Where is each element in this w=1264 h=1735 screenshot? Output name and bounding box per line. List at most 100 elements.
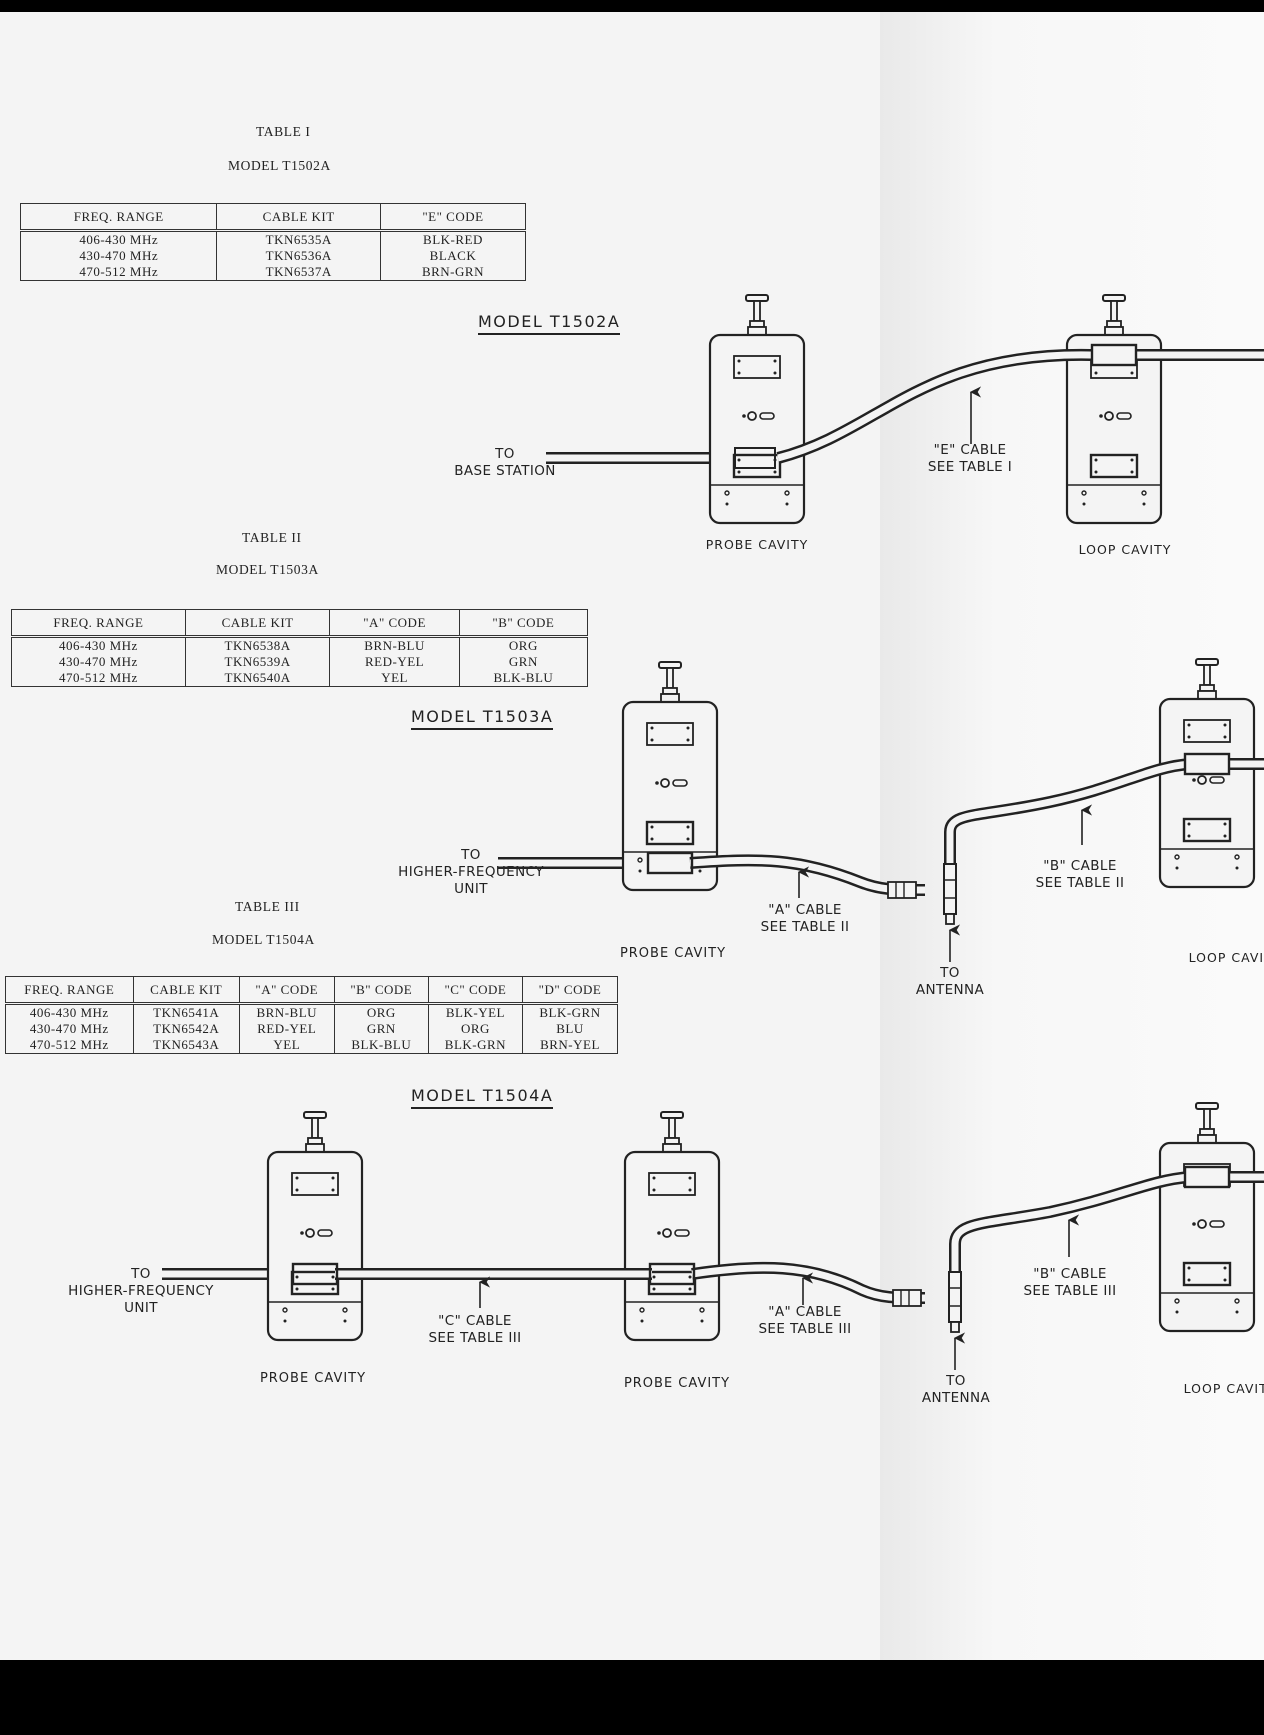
probe-cavity-2 <box>621 660 719 892</box>
loop-cavity-1 <box>1065 293 1163 525</box>
table3-header: "A" CODE <box>238 976 335 1004</box>
label-line: TO <box>131 1266 151 1282</box>
label-line: "A" CABLE <box>768 902 842 918</box>
table-cell: 430-470 MHz <box>11 654 186 670</box>
diagram2-heading: MODEL T1503A <box>411 707 554 730</box>
label-line: UNIT <box>454 881 488 897</box>
table-cell: TKN6538A <box>184 635 331 654</box>
table-cell: BLK-GRN <box>521 1002 619 1021</box>
table-cell: TKN6536A <box>216 248 381 264</box>
table-cell: 406-430 MHz <box>11 635 186 654</box>
label-line: SEE TABLE II <box>760 919 850 935</box>
table3-header: "D" CODE <box>521 976 619 1004</box>
document-page: TABLE I MODEL T1502A FREQ. RANGE CABLE K… <box>0 12 1264 1660</box>
table-cell: RED-YEL <box>238 1021 335 1037</box>
probe-cavity-label-1: PROBE CAVITY <box>705 537 809 552</box>
table-cell: TKN6540A <box>184 670 331 687</box>
table-row: 430-470 MHz TKN6539A RED-YEL GRN <box>11 654 589 670</box>
label-line: TO <box>495 446 515 462</box>
a-cable-label-3: "A" CABLE SEE TABLE III <box>740 1304 870 1338</box>
table-cell: TKN6543A <box>132 1037 240 1054</box>
probe-cavity-3a <box>266 1110 364 1342</box>
wiring-diagrams <box>162 293 1264 1370</box>
label-line: "E" CABLE <box>933 442 1007 458</box>
table-row: 406-430 MHz TKN6541A BRN-BLU ORG BLK-YEL… <box>5 1002 619 1021</box>
a-cable-label-2: "A" CABLE SEE TABLE II <box>740 902 870 936</box>
table-row: 406-430 MHz TKN6535A BLK-RED <box>19 229 527 248</box>
to-higher-frequency-label-3: TO HIGHER-FREQUENCY UNIT <box>50 1266 232 1317</box>
table3-header: "C" CODE <box>427 976 523 1004</box>
table3-model: MODEL T1504A <box>212 932 315 947</box>
table-row: 470-512 MHz TKN6543A YEL BLK-BLU BLK-GRN… <box>5 1037 619 1054</box>
b-cable-label-2: "B" CABLE SEE TABLE II <box>1015 858 1145 892</box>
table2-header: "B" CODE <box>458 609 589 637</box>
label-line: SEE TABLE III <box>428 1330 522 1346</box>
table-cell: BRN-BLU <box>238 1002 335 1021</box>
table2: FREQ. RANGE CABLE KIT "A" CODE "B" CODE … <box>11 609 589 687</box>
label-line: "B" CABLE <box>1043 858 1117 874</box>
antenna-tee-2 <box>943 863 957 925</box>
table-cell: BRN-BLU <box>329 635 460 654</box>
diagram-t1502a <box>546 293 1264 525</box>
table3-title: TABLE III <box>235 899 300 914</box>
loop-cavity-label-3: LOOP CAVITY <box>1183 1381 1264 1396</box>
loop-cavity-label-1: LOOP CAVITY <box>1078 542 1172 557</box>
label-line: "B" CABLE <box>1033 1266 1107 1282</box>
table1-model: MODEL T1502A <box>228 158 331 173</box>
loop-cavity-label-2: LOOP CAVITY <box>1188 950 1264 965</box>
table-cell: TKN6539A <box>184 654 331 670</box>
table-cell: BLK-YEL <box>427 1002 523 1021</box>
table-cell: BLK-RED <box>379 229 527 248</box>
probe-cavity-label-3a: PROBE CAVITY <box>259 1371 367 1386</box>
table-cell: TKN6542A <box>132 1021 240 1037</box>
diagram1-heading: MODEL T1502A <box>478 312 621 335</box>
table-cell: BLK-GRN <box>427 1037 523 1054</box>
b-cable-label-3: "B" CABLE SEE TABLE III <box>1000 1266 1140 1300</box>
e-cable-label: "E" CABLE SEE TABLE I <box>905 442 1035 476</box>
table-cell: ORG <box>333 1002 429 1021</box>
table-row: 430-470 MHz TKN6536A BLACK <box>19 248 527 264</box>
table1-header: CABLE KIT <box>216 203 381 231</box>
label-line: SEE TABLE III <box>1023 1283 1117 1299</box>
to-antenna-label-3: TO ANTENNA <box>906 1373 1006 1407</box>
to-base-station-label: TO BASE STATION <box>440 446 570 480</box>
table-cell: GRN <box>333 1021 429 1037</box>
label-line: "C" CABLE <box>438 1313 512 1329</box>
table-row: 470-512 MHz TKN6540A YEL BLK-BLU <box>11 670 589 687</box>
table-row: 470-512 MHz TKN6537A BRN-GRN <box>19 264 527 281</box>
antenna-tee-3 <box>948 1271 962 1333</box>
table2-header: FREQ. RANGE <box>11 609 186 637</box>
table2-model: MODEL T1503A <box>216 562 319 577</box>
table-cell: 430-470 MHz <box>5 1021 134 1037</box>
table1-header: FREQ. RANGE <box>19 203 218 231</box>
table-cell: YEL <box>238 1037 335 1054</box>
table-cell: BRN-YEL <box>521 1037 619 1054</box>
table-cell: TKN6541A <box>132 1002 240 1021</box>
diagram-t1503a <box>498 657 1264 962</box>
table-cell: GRN <box>458 654 589 670</box>
table-cell: 470-512 MHz <box>11 670 186 687</box>
table-cell: 406-430 MHz <box>5 1002 134 1021</box>
table-cell: RED-YEL <box>329 654 460 670</box>
label-line: ANTENNA <box>915 982 985 998</box>
table-cell: TKN6537A <box>216 264 381 281</box>
c-cable-label-3: "C" CABLE SEE TABLE III <box>410 1313 540 1347</box>
to-antenna-label-2: TO ANTENNA <box>900 965 1000 999</box>
table2-header: "A" CODE <box>329 609 460 637</box>
table-row: 406-430 MHz TKN6538A BRN-BLU ORG <box>11 635 589 654</box>
to-higher-frequency-label-2: TO HIGHER-FREQUENCY UNIT <box>380 847 562 898</box>
loop-cavity-3 <box>1158 1101 1256 1333</box>
diagram3-heading: MODEL T1504A <box>411 1086 554 1109</box>
table2-title: TABLE II <box>242 530 302 545</box>
label-line: TO <box>946 1373 966 1389</box>
table3: FREQ. RANGE CABLE KIT "A" CODE "B" CODE … <box>5 976 619 1054</box>
table2-header: CABLE KIT <box>184 609 331 637</box>
probe-cavity-1 <box>708 293 806 525</box>
table-cell: BLK-BLU <box>333 1037 429 1054</box>
table-cell: BLU <box>521 1021 619 1037</box>
probe-cavity-label-3b: PROBE CAVITY <box>623 1376 731 1391</box>
table-cell: BLK-BLU <box>458 670 589 687</box>
table-cell: ORG <box>427 1021 523 1037</box>
table-row: 430-470 MHz TKN6542A RED-YEL GRN ORG BLU <box>5 1021 619 1037</box>
table-cell: YEL <box>329 670 460 687</box>
